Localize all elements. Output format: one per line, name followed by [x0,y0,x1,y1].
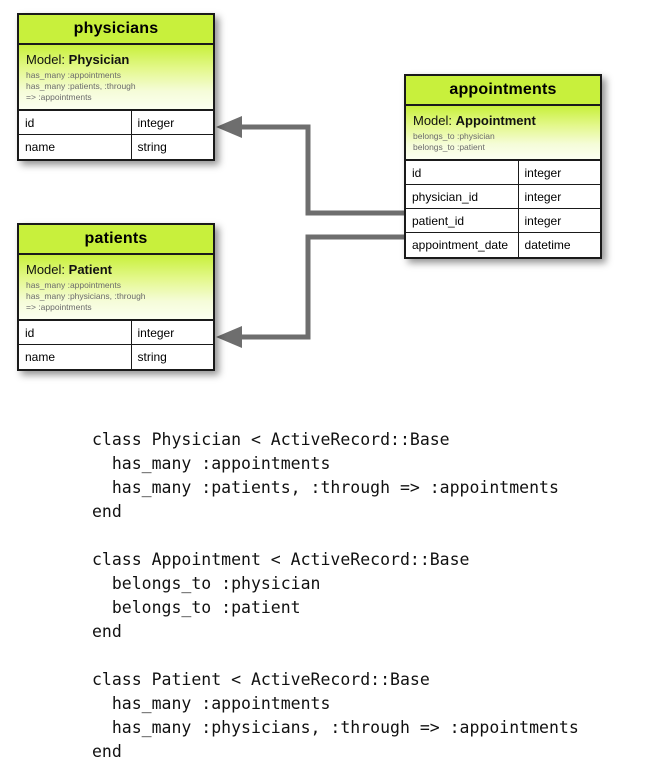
table-row: name string [19,345,213,369]
model-label: Model: [413,113,453,128]
association-line: has_many :physicians, :through [26,291,146,301]
connector-physician [216,116,404,216]
table-row: id integer [19,111,213,135]
field-type: integer [518,209,600,232]
table-row: physician_id integer [406,185,600,209]
arrowhead-patients [216,326,242,348]
model-name: Physician [68,52,130,67]
field-type: datetime [518,233,600,257]
entity-model-physicians: Model: Physician has_many :appointments … [19,45,213,111]
field-type: string [131,135,213,159]
code-block-patient: class Patient < ActiveRecord::Base has_m… [92,669,579,761]
association-line: has_many :patients, :through [26,81,136,91]
field-type: integer [518,161,600,184]
entity-header-physicians: physicians [19,15,213,45]
table-row: appointment_date datetime [406,233,600,257]
association-line: belongs_to :physician [413,131,495,141]
field-name: appointment_date [406,233,519,257]
entity-model-appointments: Model: Appointment belongs_to :physician… [406,106,600,161]
entity-patients[interactable]: patients Model: Patient has_many :appoin… [17,223,215,371]
connector-patient [216,234,404,348]
table-row: patient_id integer [406,209,600,233]
association-line: has_many :appointments [26,70,121,80]
model-name: Patient [68,262,112,277]
table-row: id integer [406,161,600,185]
model-label: Model: [26,52,66,67]
field-name: id [19,111,132,134]
field-name: patient_id [406,209,519,232]
table-row: id integer [19,321,213,345]
field-type: string [131,345,213,369]
table-row: name string [19,135,213,159]
field-name: name [19,345,132,369]
code-block-appointment: class Appointment < ActiveRecord::Base b… [92,549,470,641]
field-name: physician_id [406,185,519,208]
field-type: integer [518,185,600,208]
field-type: integer [131,111,213,134]
model-line: Model: Physician [26,52,206,67]
arrowhead-physicians [216,116,242,138]
field-name: id [19,321,132,344]
association-line: => :appointments [26,302,92,312]
field-name: name [19,135,132,159]
model-name: Appointment [455,113,536,128]
entity-model-patients: Model: Patient has_many :appointments ha… [19,255,213,321]
field-name: id [406,161,519,184]
entity-header-patients: patients [19,225,213,255]
association-line: has_many :appointments [26,280,121,290]
model-line: Model: Appointment [413,113,593,128]
field-type: integer [131,321,213,344]
model-line: Model: Patient [26,262,206,277]
association-line: belongs_to :patient [413,142,485,152]
entity-physicians[interactable]: physicians Model: Physician has_many :ap… [17,13,215,161]
code-block-physician: class Physician < ActiveRecord::Base has… [92,429,559,521]
entity-header-appointments: appointments [406,76,600,106]
model-label: Model: [26,262,66,277]
association-line: => :appointments [26,92,92,102]
entity-appointments[interactable]: appointments Model: Appointment belongs_… [404,74,602,259]
